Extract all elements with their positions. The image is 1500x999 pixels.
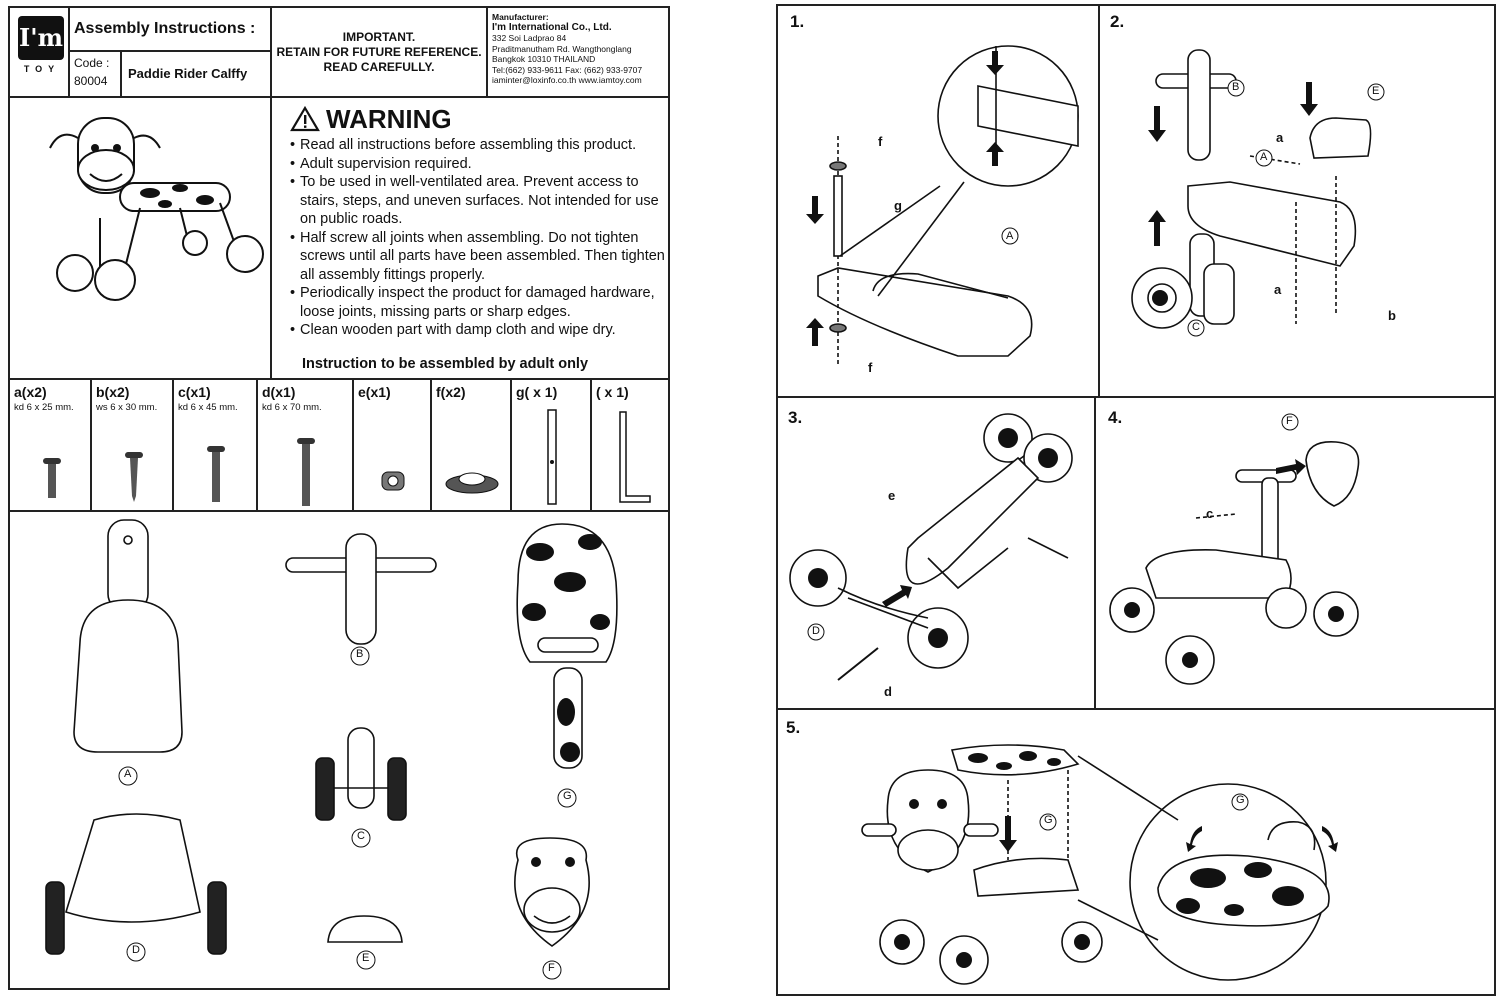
divider [778, 708, 1494, 710]
code-label: Code : [74, 56, 110, 70]
step-1-label: g [894, 198, 902, 213]
divider [778, 396, 1494, 398]
step-3-label: D [812, 625, 820, 637]
divider [270, 96, 272, 378]
divider [1094, 398, 1096, 708]
hardware-cell-wrench: ( x 1) [592, 380, 668, 510]
step-3-diagram [789, 413, 1073, 681]
part-label-c: C [357, 830, 365, 842]
step-3-number: 3. [788, 408, 803, 427]
step-2-label: A [1260, 151, 1268, 163]
warning-item: Half screw all joints when assembling. D… [290, 229, 670, 285]
warning-item: To be used in well-ventilated area. Prev… [290, 173, 670, 229]
hardware-cell-c: c(x1)kd 6 x 45 mm. [174, 380, 258, 510]
axle-rod-icon [547, 409, 557, 505]
step-1-label: f [878, 134, 883, 149]
brand-logo-sub: TOY [23, 64, 61, 74]
product-name: Paddie Rider Calffy [128, 66, 248, 81]
hardware-cell-d: d(x1)kd 6 x 70 mm. [258, 380, 354, 510]
step-4-number: 4. [1108, 408, 1123, 427]
divider [10, 510, 668, 512]
hardware-cell-e: e(x1) [354, 380, 432, 510]
step-1-diagram [806, 45, 1079, 366]
step-2-label: b [1388, 308, 1396, 323]
divider [270, 8, 272, 96]
step-3-label: d [884, 684, 892, 699]
warning-item: Adult supervision required. [290, 155, 670, 174]
step-5-diagram [861, 744, 1338, 985]
step-4-diagram [1109, 413, 1360, 685]
part-label-a: A [124, 768, 132, 780]
hex-key-icon [619, 411, 651, 503]
step-2-label: C [1192, 321, 1200, 333]
step-4-label: F [1286, 415, 1293, 427]
screw-icon [297, 438, 315, 506]
instruction-sheet-left: I'm TOY Assembly Instructions : Code : 8… [8, 6, 670, 990]
screw-icon [207, 446, 225, 502]
step-4-label: c [1206, 506, 1214, 521]
wheel-cap-icon [445, 472, 499, 494]
step-5-label: G [1044, 814, 1053, 826]
step-1-number: 1. [790, 12, 805, 31]
divider [10, 378, 668, 380]
step-3-label: e [888, 488, 896, 503]
warning-item: Read all instructions before assembling … [290, 136, 670, 155]
divider [120, 52, 122, 96]
divider [1098, 6, 1100, 396]
important-notice: IMPORTANT. RETAIN FOR FUTURE REFERENCE. … [276, 30, 482, 74]
warning-footer: Instruction to be assembled by adult onl… [302, 356, 589, 372]
step-2-label: a [1276, 130, 1284, 145]
doc-title: Assembly Instructions : [74, 20, 256, 37]
warning-list: Read all instructions before assembling … [290, 136, 670, 340]
warning-item: Periodically inspect the product for dam… [290, 284, 670, 321]
divider [486, 8, 488, 96]
step-2-number: 2. [1110, 12, 1125, 31]
step-2-label: B [1232, 81, 1240, 93]
warning-title: WARNING [326, 104, 452, 134]
hardware-cell-f: f(x2) [432, 380, 512, 510]
step-2-label: a [1274, 282, 1282, 297]
step-2-label: E [1372, 85, 1380, 97]
step-1-label: A [1006, 230, 1014, 242]
divider [68, 8, 70, 96]
part-label-f: F [548, 962, 555, 974]
parts-layout [45, 519, 618, 980]
hardware-cell-g: g( x 1) [512, 380, 592, 510]
product-illustration [49, 117, 264, 301]
hardware-cell-a: a(x2)kd 6 x 25 mm. [10, 380, 92, 510]
warning-item: Clean wooden part with damp cloth and wi… [290, 321, 670, 340]
warning-triangle-icon [290, 105, 320, 132]
hardware-cell-b: b(x2)ws 6 x 30 mm. [92, 380, 174, 510]
part-label-g: G [563, 790, 572, 802]
part-label-d: D [132, 944, 140, 956]
divider [68, 50, 270, 52]
part-label-b: B [356, 648, 364, 660]
step-2-diagram [1131, 49, 1385, 337]
divider [10, 96, 668, 98]
instruction-sheet-right: 1. f g A f 2. [776, 4, 1496, 996]
manufacturer-info: Manufacturer: I'm International Co., Ltd… [492, 12, 643, 85]
step-1-label: f [868, 360, 873, 375]
step-5-number: 5. [786, 718, 801, 737]
wood-screw-icon [125, 452, 143, 502]
brand-logo: I'm [18, 16, 64, 60]
part-label-e: E [362, 952, 370, 964]
code-value: 80004 [74, 74, 108, 88]
step-5-label: G [1236, 794, 1245, 806]
barrel-nut-icon [381, 471, 405, 491]
screw-icon [43, 458, 61, 498]
